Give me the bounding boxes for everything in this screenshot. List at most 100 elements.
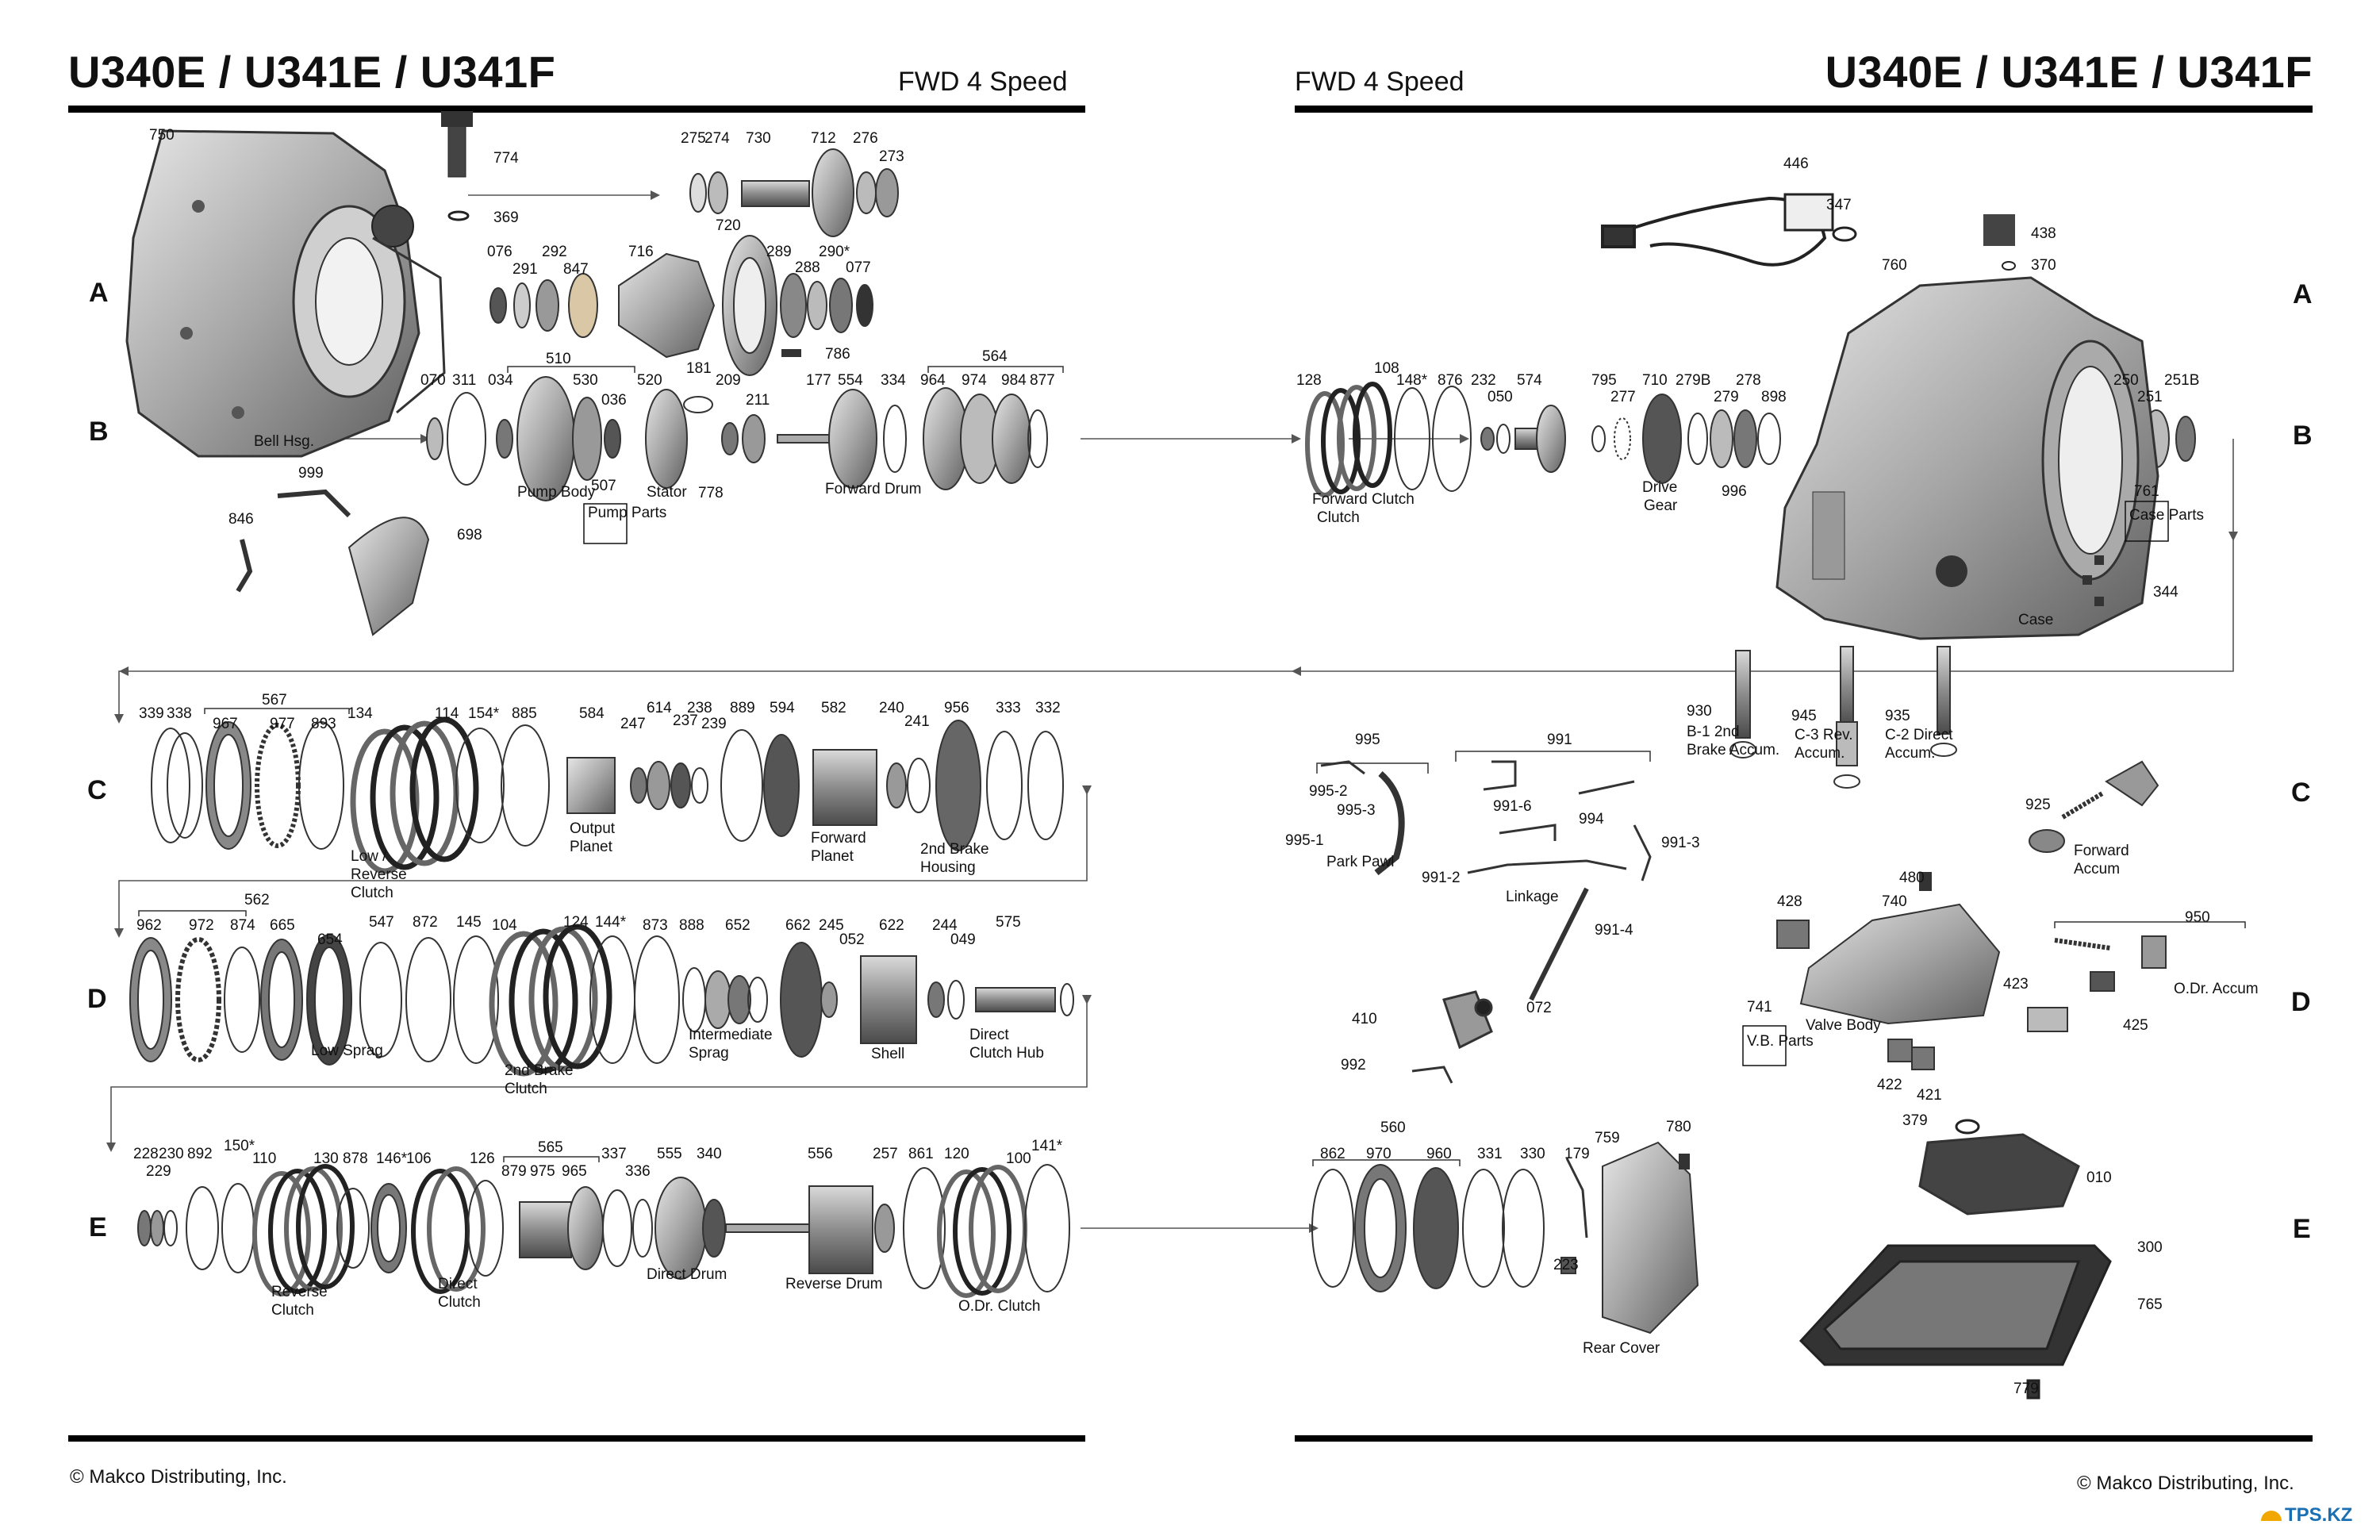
left-part-654: 654 <box>317 931 343 948</box>
left-part-338: 338 <box>167 705 192 722</box>
left-part-877: 877 <box>1030 372 1055 389</box>
label-c2-direct-accum: Accum. <box>1885 745 1935 762</box>
right-part-991-2: 991-2 <box>1422 870 1461 886</box>
left-part-614: 614 <box>647 700 672 716</box>
label-low-reverse-clutch: Reverse <box>351 866 407 883</box>
label-intermediate-sprag: Sprag <box>689 1045 729 1062</box>
left-part-530: 530 <box>573 372 598 389</box>
left-part-340: 340 <box>697 1146 722 1162</box>
left-part-100: 100 <box>1006 1150 1031 1167</box>
left-part-622: 622 <box>879 917 904 934</box>
left-part-665: 665 <box>270 917 295 934</box>
right-part-128: 128 <box>1296 372 1322 389</box>
right-part-251B: 251B <box>2164 372 2199 389</box>
row-letter-b-left: B <box>89 417 109 447</box>
oil-strainer-010 <box>1918 1119 2080 1215</box>
left-part-181: 181 <box>686 360 712 377</box>
label-stator: Stator <box>647 484 687 501</box>
left-part-247: 247 <box>620 716 646 732</box>
label-direct-clutch-hub: Clutch Hub <box>969 1045 1044 1062</box>
left-part-565: 565 <box>538 1139 563 1156</box>
left-part-052: 052 <box>839 931 865 948</box>
right-part-950: 950 <box>2185 909 2210 926</box>
right-part-765: 765 <box>2137 1296 2163 1313</box>
row-d-assembly <box>129 924 1074 1077</box>
left-part-177: 177 <box>806 372 831 389</box>
label-direct-clutch-hub: Direct <box>969 1027 1009 1043</box>
right-part-995-3: 995-3 <box>1337 802 1376 819</box>
right-title: U340E / U341E / U341F <box>1825 47 2313 97</box>
left-part-334: 334 <box>881 372 906 389</box>
boxed-labels <box>583 501 2169 1066</box>
left-part-564: 564 <box>982 348 1008 365</box>
left-part-977: 977 <box>270 716 295 732</box>
right-part-759: 759 <box>1595 1130 1620 1146</box>
left-part-070: 070 <box>420 372 446 389</box>
right-header-rule <box>1295 106 2313 113</box>
left-part-336: 336 <box>625 1163 651 1180</box>
label-forward-planet: Planet <box>811 848 854 865</box>
left-part-369: 369 <box>493 209 519 226</box>
left-part-652: 652 <box>725 917 750 934</box>
right-part-410: 410 <box>1352 1011 1377 1027</box>
right-part-423: 423 <box>2003 976 2029 993</box>
left-part-274: 274 <box>704 130 730 147</box>
right-part-996: 996 <box>1722 483 1747 500</box>
right-part-179: 179 <box>1564 1146 1590 1162</box>
left-part-150: 150* <box>224 1138 255 1154</box>
left-part-720: 720 <box>716 217 741 234</box>
left-part-846: 846 <box>228 511 254 528</box>
left-part-144: 144* <box>595 914 627 931</box>
left-part-786: 786 <box>825 346 850 363</box>
left-copyright: © Makco Distributing, Inc. <box>70 1466 287 1488</box>
brand-sun-icon <box>2261 1511 2282 1521</box>
label-c2-direct-accum: C-2 Direct <box>1885 727 1953 743</box>
left-part-154: 154* <box>468 705 500 722</box>
right-part-995: 995 <box>1355 732 1380 748</box>
row-letter-c-left: C <box>87 775 107 805</box>
right-part-347: 347 <box>1826 197 1852 213</box>
label-forward-clutch: Forward Clutch <box>1312 491 1415 508</box>
left-part-276: 276 <box>853 130 878 147</box>
left-part-124: 124 <box>563 914 589 931</box>
row-letter-b-right: B <box>2293 421 2313 451</box>
label-2nd-brake-housing: Housing <box>920 859 976 876</box>
left-part-956: 956 <box>944 700 969 716</box>
differential-assembly <box>489 235 873 376</box>
left-part-036: 036 <box>601 392 627 409</box>
label-reverse-drum: Reverse Drum <box>785 1276 882 1292</box>
left-part-975: 975 <box>530 1163 555 1180</box>
label-odr-clutch: O.Dr. Clutch <box>958 1298 1040 1315</box>
label-forward-drum: Forward Drum <box>825 481 921 497</box>
left-part-292: 292 <box>542 244 567 260</box>
left-part-211: 211 <box>746 392 770 409</box>
left-part-104: 104 <box>492 917 517 934</box>
left-part-238: 238 <box>687 700 712 716</box>
row-c-assembly <box>151 716 1064 874</box>
left-part-962: 962 <box>136 917 162 934</box>
label-reverse-clutch: Clutch <box>271 1302 314 1319</box>
label-gear: Gear <box>1644 497 1678 514</box>
left-part-778: 778 <box>698 485 724 501</box>
transmission-case-760 <box>1775 276 2159 640</box>
right-part-250: 250 <box>2113 372 2139 389</box>
left-part-110: 110 <box>252 1150 276 1167</box>
left-part-273: 273 <box>879 148 904 165</box>
speed-sensor-head <box>441 111 473 127</box>
left-part-879: 879 <box>501 1163 527 1180</box>
left-part-575: 575 <box>996 914 1021 931</box>
right-part-780: 780 <box>1666 1119 1691 1135</box>
left-part-229: 229 <box>146 1163 171 1180</box>
right-part-995-2: 995-2 <box>1309 783 1348 800</box>
left-part-237: 237 <box>673 712 698 729</box>
label-rear-cover: Rear Cover <box>1583 1340 1660 1357</box>
left-part-872: 872 <box>413 914 438 931</box>
left-part-878: 878 <box>343 1150 368 1167</box>
left-part-145: 145 <box>456 914 482 931</box>
label-forward-accum: Forward <box>2074 843 2129 859</box>
pump-stator-forward-drum <box>426 376 1048 501</box>
left-title: U340E / U341E / U341F <box>68 47 556 97</box>
oring-370 <box>2002 261 2016 271</box>
left-part-120: 120 <box>944 1146 969 1162</box>
right-part-560: 560 <box>1380 1119 1406 1136</box>
